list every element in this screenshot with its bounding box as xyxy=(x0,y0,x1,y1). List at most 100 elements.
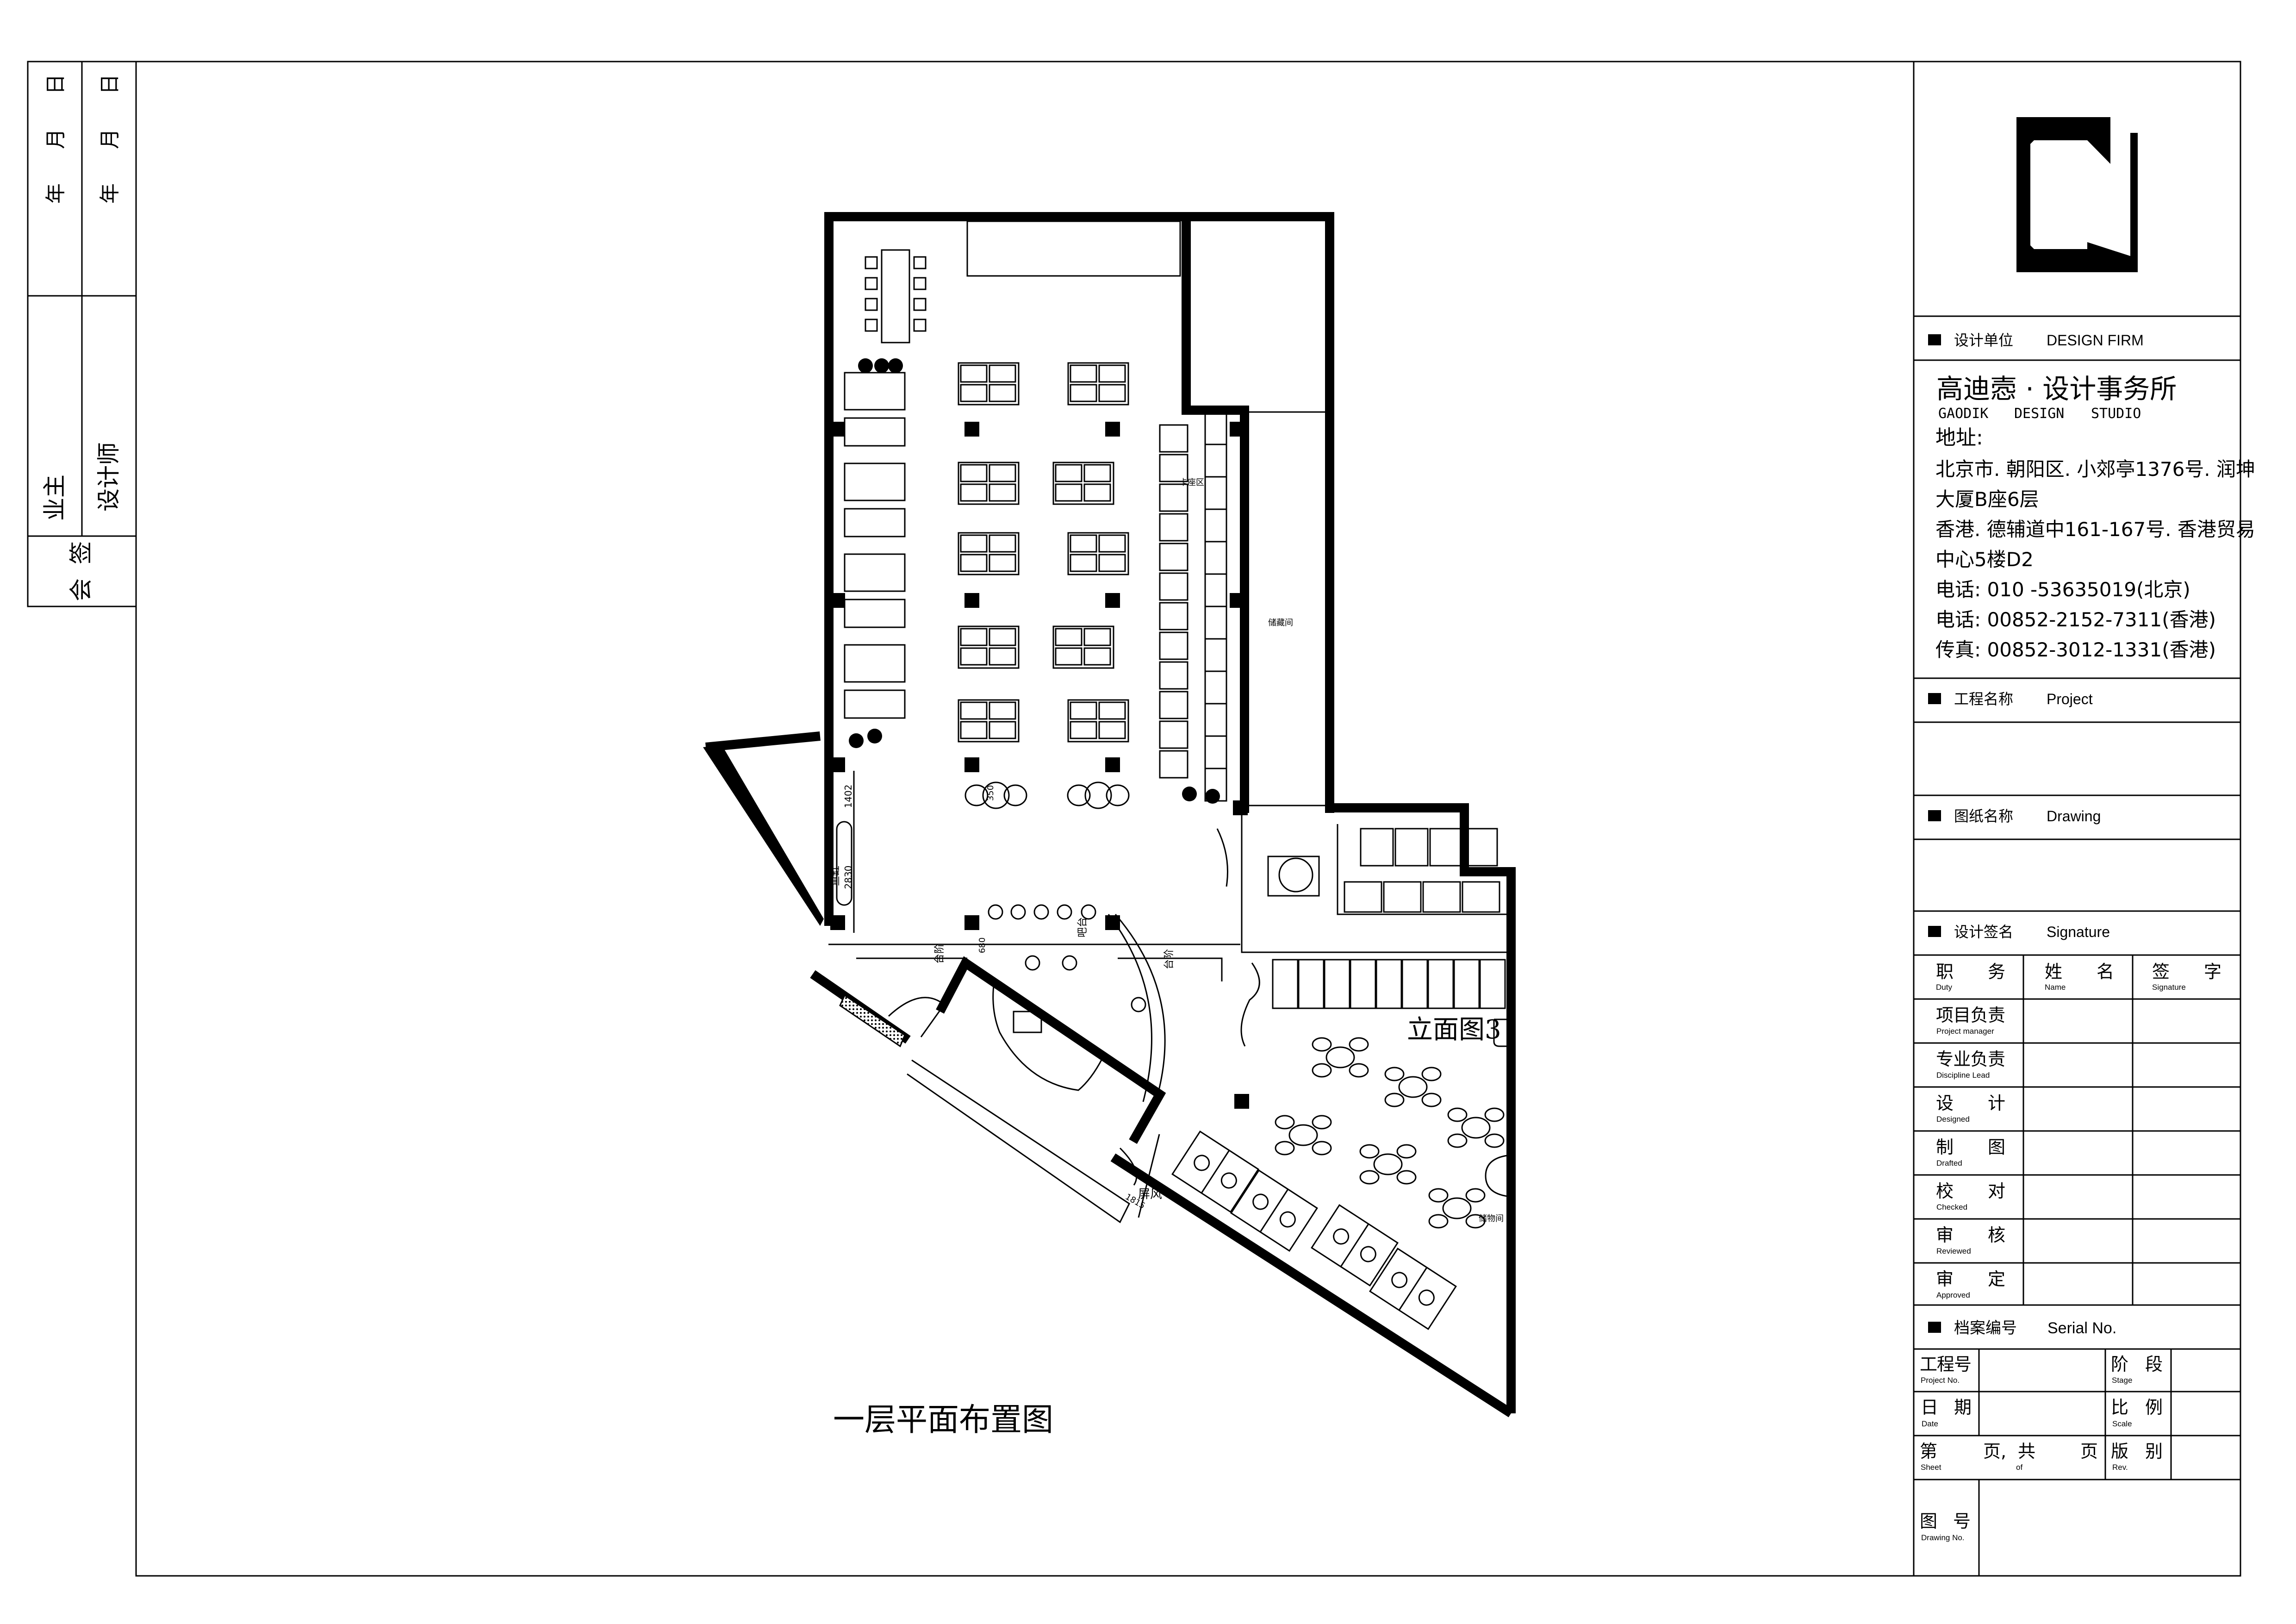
booth-table xyxy=(1194,1155,1210,1171)
stage-label-en: Stage xyxy=(2112,1376,2132,1385)
booth-table xyxy=(1159,720,1188,749)
title-block-grid xyxy=(1914,315,2240,1576)
round-table xyxy=(1325,1046,1355,1068)
chair xyxy=(1396,1170,1417,1185)
bar-counter-label: 吧台 xyxy=(1077,917,1089,937)
booth-table xyxy=(844,508,906,537)
structural-column xyxy=(830,593,845,608)
round-table xyxy=(982,781,1010,809)
chair xyxy=(989,364,1016,383)
project-no-label: 工程号 xyxy=(1920,1354,1972,1374)
rev-label-en: Rev. xyxy=(2112,1463,2128,1472)
role-label-en: Project manager xyxy=(1936,1027,1994,1036)
chair xyxy=(1098,721,1126,739)
chair xyxy=(1275,1115,1295,1130)
chair xyxy=(960,483,988,502)
booth-table xyxy=(1159,424,1188,453)
chair xyxy=(1312,1037,1332,1052)
bar-stool xyxy=(1057,904,1072,920)
plant-icon xyxy=(1182,787,1197,801)
chair xyxy=(989,628,1016,646)
chair xyxy=(1070,554,1097,572)
structural-column xyxy=(1230,593,1244,608)
drawing-label: 图纸名称 xyxy=(1954,807,2013,825)
chair xyxy=(1465,1214,1486,1229)
toilet-stall xyxy=(1394,828,1429,867)
booth-table xyxy=(1159,602,1188,631)
bar-stool xyxy=(988,904,1003,920)
chair xyxy=(1055,647,1083,666)
chair xyxy=(1083,464,1111,482)
dimension-680: 680 xyxy=(977,937,987,953)
structural-column xyxy=(964,757,979,772)
main-hall-wall xyxy=(824,212,1334,926)
screen-partition xyxy=(1138,1134,1160,1218)
booth-sofa xyxy=(1204,638,1227,672)
chair xyxy=(1070,721,1097,739)
chair xyxy=(989,384,1016,402)
drawing-no-label-en: Drawing No. xyxy=(1921,1533,1965,1542)
sheet-label-2: 页, xyxy=(1983,1441,2006,1462)
booth-table xyxy=(1159,513,1188,542)
booth-divider xyxy=(1259,1189,1289,1232)
dimension-1402: 1402 xyxy=(843,785,854,808)
chair xyxy=(960,701,988,720)
chair xyxy=(1421,1093,1442,1107)
date-label-en: Date xyxy=(1922,1419,1938,1428)
booth-divider xyxy=(1398,1267,1428,1311)
bar-stool xyxy=(1025,955,1040,971)
structural-column xyxy=(1105,422,1120,437)
storeroom-label: 储物间 xyxy=(1479,1214,1504,1224)
chair xyxy=(1384,1093,1405,1107)
chair xyxy=(989,464,1016,482)
chair xyxy=(960,464,988,482)
project-no-label-en: Project No. xyxy=(1921,1376,1960,1385)
booth-divider xyxy=(1340,1224,1369,1267)
section-bullet-icon xyxy=(1928,810,1941,821)
chair xyxy=(989,647,1016,666)
chair xyxy=(960,534,988,553)
chair xyxy=(913,319,927,332)
wedge-wall xyxy=(703,745,824,926)
role-label: 专业负责 xyxy=(1936,1049,2005,1069)
booth-table xyxy=(1159,454,1188,482)
structural-column xyxy=(830,422,845,437)
chair xyxy=(1484,1133,1505,1148)
title-block: 设计单位 DESIGN FIRM 高迪悫 · 设计事务所 GAODIK DESI… xyxy=(1913,62,2255,1576)
countersign-label: 会签 xyxy=(68,541,94,601)
structural-column xyxy=(1105,915,1120,930)
chair xyxy=(960,384,988,402)
rev-label: 版别 xyxy=(2111,1441,2163,1462)
chair xyxy=(1359,1170,1380,1185)
structural-column xyxy=(1233,800,1248,815)
door-swing xyxy=(1119,1147,1138,1186)
booth-table xyxy=(844,689,906,719)
sofa-seat xyxy=(1324,959,1350,1009)
four-seat-table xyxy=(1067,699,1129,743)
firm-name: 高迪悫 · 设计事务所 xyxy=(1936,373,2177,405)
sheet-label-1: 第 xyxy=(1920,1441,1937,1462)
bar-stool xyxy=(1033,904,1049,920)
gaodik-logo-icon xyxy=(2016,117,2138,272)
dimension-2830: 2830 xyxy=(843,866,854,889)
chair xyxy=(1106,784,1130,806)
furniture-layer xyxy=(830,249,1512,1330)
signature-header-2: 签字 xyxy=(2152,962,2221,982)
role-label-en: Checked xyxy=(1936,1203,1967,1212)
sheet-label-en: Sheet xyxy=(1921,1463,1941,1472)
structural-column xyxy=(1105,593,1120,608)
sofa-seat xyxy=(1453,959,1480,1009)
chair xyxy=(865,319,878,332)
address-line: 大厦B座6层 xyxy=(1935,488,2039,511)
steps-label-right: 台阶 xyxy=(1164,949,1175,969)
sofa-seat xyxy=(1479,959,1506,1009)
chair xyxy=(1396,1144,1417,1159)
chair xyxy=(1428,1214,1449,1229)
chair xyxy=(1447,1107,1468,1122)
booth-table xyxy=(1159,691,1188,719)
booth-sofa xyxy=(1204,573,1227,607)
chair xyxy=(989,701,1016,720)
booth-table xyxy=(1391,1272,1408,1288)
plant-icon xyxy=(849,733,864,748)
